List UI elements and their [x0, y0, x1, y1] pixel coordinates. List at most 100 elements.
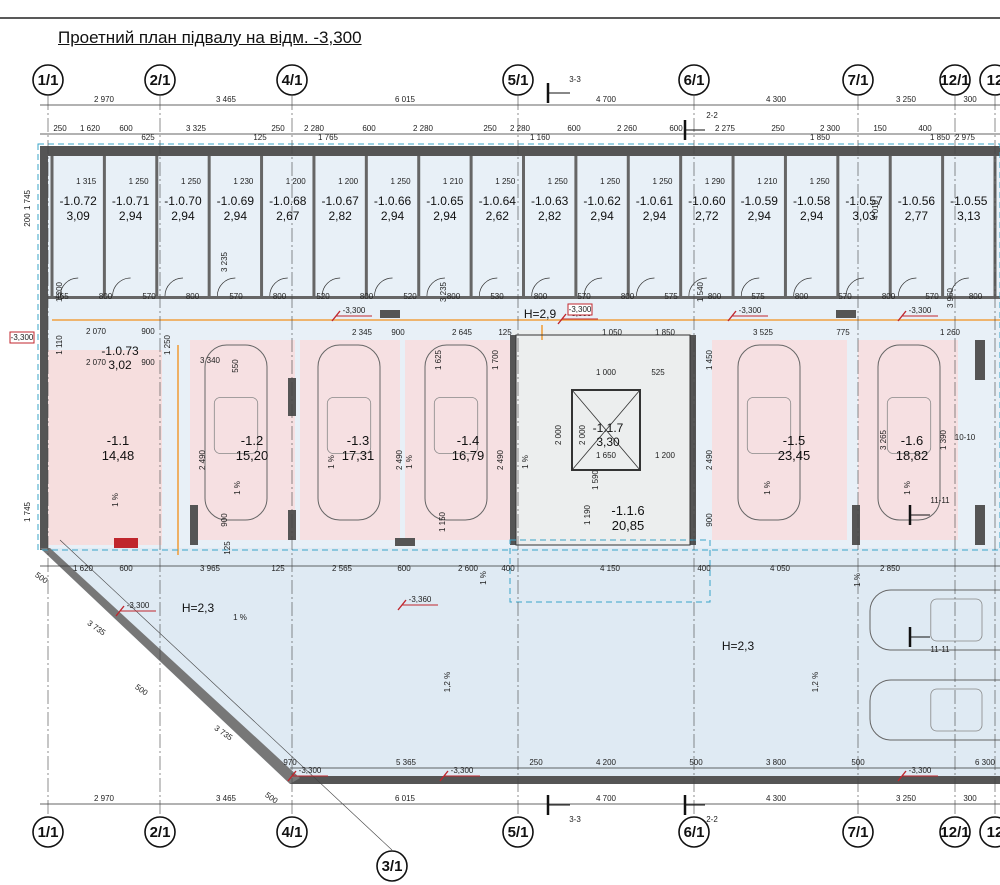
- room-width-dim: 1 210: [443, 177, 464, 186]
- car-outline: [869, 589, 1000, 651]
- low-dimension: 600: [119, 564, 133, 573]
- dimension-row1: 600: [669, 124, 683, 133]
- storage-room-code: -1.0.63: [531, 194, 569, 208]
- floor-fill-drive: [40, 548, 1000, 784]
- lift-area: 3,30: [596, 435, 620, 449]
- storage-room-code: -1.0.61: [636, 194, 674, 208]
- dimension-row1: 600: [567, 124, 581, 133]
- door-swing: [112, 277, 131, 297]
- storage-partition: [993, 156, 997, 296]
- dimension-row2: 125: [253, 133, 267, 142]
- top-dimension: 2 970: [94, 95, 115, 104]
- axis-label: 2/1: [150, 824, 171, 841]
- axis-label: 5/1: [508, 824, 529, 841]
- misc-dimension: 500: [133, 682, 150, 697]
- storage-room-area: 2,94: [119, 209, 143, 223]
- ceiling-height: H=2,3: [182, 601, 215, 615]
- door-dimension: 520: [316, 292, 330, 301]
- car-outline: [204, 344, 268, 521]
- storage-room-area: 2,94: [748, 209, 772, 223]
- low-dimension: 2 850: [880, 564, 901, 573]
- axis-bubble: [144, 64, 176, 96]
- car-body: [737, 344, 801, 521]
- dimension-row1: 250: [271, 124, 285, 133]
- lift-shaft: [571, 389, 641, 471]
- misc-dimension: 900: [141, 358, 155, 367]
- bottom-dimension: 6 015: [395, 794, 416, 803]
- axis-bubble: [842, 816, 874, 848]
- car-cabin: [930, 688, 983, 732]
- misc-dimension: 2 490: [705, 449, 714, 470]
- storage-room-code: -1.0.66: [374, 194, 412, 208]
- section-mark: 2-2: [706, 111, 718, 120]
- dimension-row1: 2 300: [820, 124, 841, 133]
- storage-partition: [417, 156, 421, 296]
- axis-label: 4/1: [282, 824, 303, 841]
- parking-area: 17,31: [342, 448, 375, 463]
- room-width-dim: 1 315: [76, 177, 97, 186]
- storage-room-area: 2,94: [643, 209, 667, 223]
- top-dimension: 4 700: [596, 95, 617, 104]
- door-swing: [688, 277, 707, 297]
- level-tick: [397, 599, 407, 611]
- bottom-inner-dim: 5 365: [396, 758, 417, 767]
- misc-dimension: 2 070: [86, 358, 107, 367]
- section-mark: 10-10: [955, 433, 976, 442]
- storage-room-code: -1.0.71: [112, 194, 150, 208]
- door-dimension: 800: [360, 292, 374, 301]
- misc-dimension: 1 250: [163, 334, 172, 355]
- storage-room-area: 3,13: [957, 209, 981, 223]
- slope-label: 1,2 %: [443, 672, 452, 692]
- parking-area: 16,79: [452, 448, 485, 463]
- dimension-row1: 600: [119, 124, 133, 133]
- slope-label: 1 %: [405, 455, 414, 469]
- misc-dimension: 1 110: [55, 335, 64, 355]
- dimension-row1: 2 280: [304, 124, 325, 133]
- door-swing: [269, 277, 288, 297]
- level-tag-box: [567, 303, 593, 316]
- door-dimension: 800: [447, 292, 461, 301]
- storage-room-code: -1.0.59: [741, 194, 779, 208]
- misc-dimension: 3 735: [86, 619, 108, 638]
- mid-dimension: 1 850: [655, 328, 676, 337]
- slope-label: 1 %: [853, 573, 862, 587]
- slope-label: 1 %: [521, 455, 530, 469]
- car-cabin: [213, 397, 259, 454]
- storage-room-area: 3,03: [852, 209, 876, 223]
- storage-room-code: -1.0.58: [793, 194, 831, 208]
- misc-dimension: 1 700: [491, 349, 500, 370]
- slope-label: 1,2 %: [811, 672, 820, 692]
- flow-arrows: [52, 319, 1000, 555]
- slope-label: 1 %: [763, 481, 772, 495]
- car-body: [317, 344, 381, 521]
- door-dimension: 465: [55, 292, 69, 301]
- section-mark: 11-11: [930, 645, 950, 654]
- axis-bubble: [939, 816, 971, 848]
- door-swing: [374, 277, 393, 297]
- axis-bubble: [502, 64, 534, 96]
- car-body: [869, 589, 1000, 651]
- stair-outline: [509, 539, 711, 603]
- wall-west: [40, 146, 48, 550]
- misc-dimension: 1 150: [438, 511, 447, 532]
- axis-label: 6/1: [684, 824, 705, 841]
- dimension-row1: 2 280: [510, 124, 531, 133]
- storage-room-code: -1.0.70: [164, 194, 202, 208]
- door-dimension: 520: [403, 292, 417, 301]
- bottom-dimension: 4 700: [596, 794, 617, 803]
- door-swing: [164, 277, 183, 297]
- door-dimension: 575: [664, 292, 678, 301]
- storage-partition: [207, 156, 211, 296]
- axis-line: [59, 539, 393, 851]
- storage-room-code: -1.0.57: [845, 194, 883, 208]
- storage-room-area: 2,82: [328, 209, 352, 223]
- room-width-dim: 1 290: [705, 177, 726, 186]
- mid-dimension: 1 260: [940, 328, 961, 337]
- bottom-inner-dim: 6 300: [975, 758, 996, 767]
- slope-label: 1 %: [111, 493, 120, 507]
- mid-dimension: 125: [498, 328, 512, 337]
- level-tick: [557, 313, 567, 325]
- mid-dimension: 2 345: [352, 328, 373, 337]
- storage-room-code: -1.0.56: [898, 194, 936, 208]
